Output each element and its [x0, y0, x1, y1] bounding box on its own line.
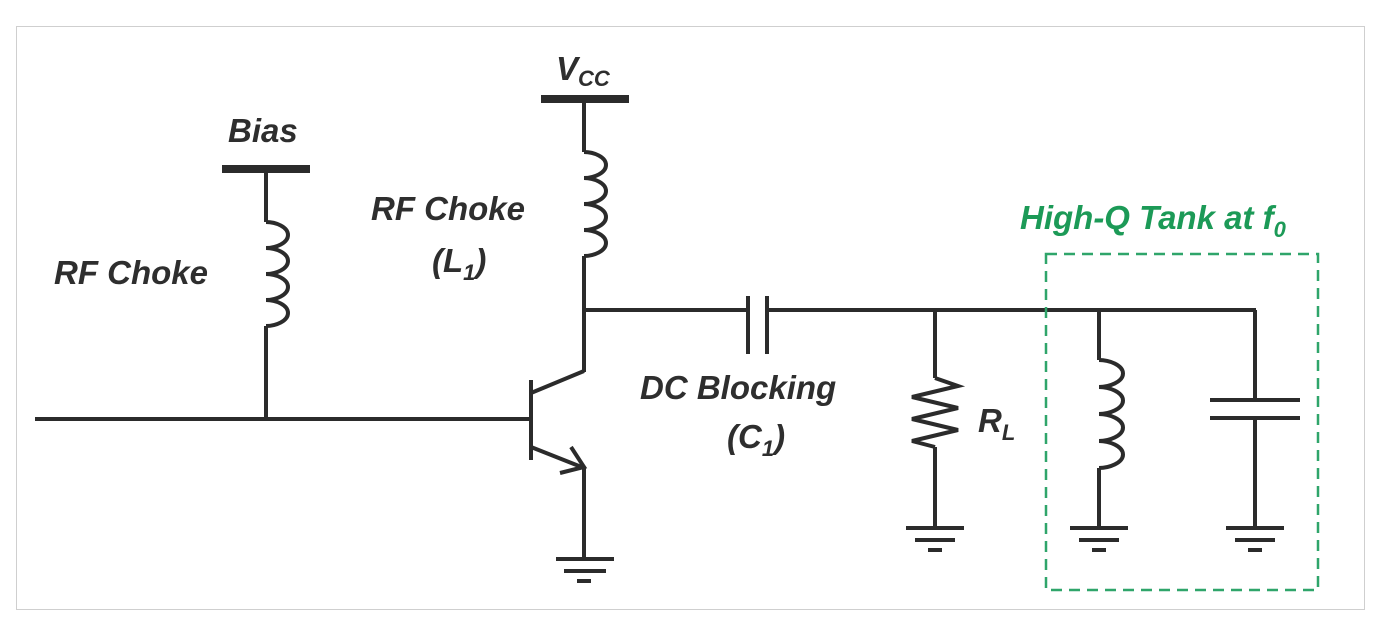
collector-rf-choke-label: RF Choke — [371, 190, 525, 227]
ground-icon — [1226, 526, 1284, 552]
l1-label: (L1) — [432, 242, 486, 285]
transistor-emitter-leg — [530, 445, 585, 470]
high-q-tank-label: High-Q Tank at f0 — [1020, 199, 1287, 242]
tank-inductor-icon — [1098, 358, 1126, 470]
ground-icon — [1070, 526, 1128, 552]
ground-icon — [556, 557, 614, 583]
rl-label: RL — [978, 402, 1015, 445]
dc-blocking-capacitor-icon — [746, 296, 769, 354]
tank-capacitor-icon — [1210, 398, 1300, 420]
dc-blocking-label: DC Blocking — [640, 369, 836, 406]
vcc-label: VCC — [556, 50, 611, 91]
bias-supply — [222, 165, 310, 222]
collector-rf-choke-inductor-icon — [583, 150, 609, 258]
npn-transistor-icon — [529, 369, 588, 559]
ground-icon — [906, 526, 964, 552]
diagram-frame — [16, 26, 1365, 610]
bias-rf-choke-inductor-icon — [265, 220, 291, 328]
high-q-tank-box — [1044, 252, 1320, 592]
transistor-collector-leg — [530, 369, 585, 395]
bias-label: Bias — [228, 112, 298, 149]
load-resistor-icon — [911, 376, 966, 449]
c1-label: (C1) — [727, 418, 785, 461]
bias-rf-choke-label: RF Choke — [54, 254, 208, 291]
